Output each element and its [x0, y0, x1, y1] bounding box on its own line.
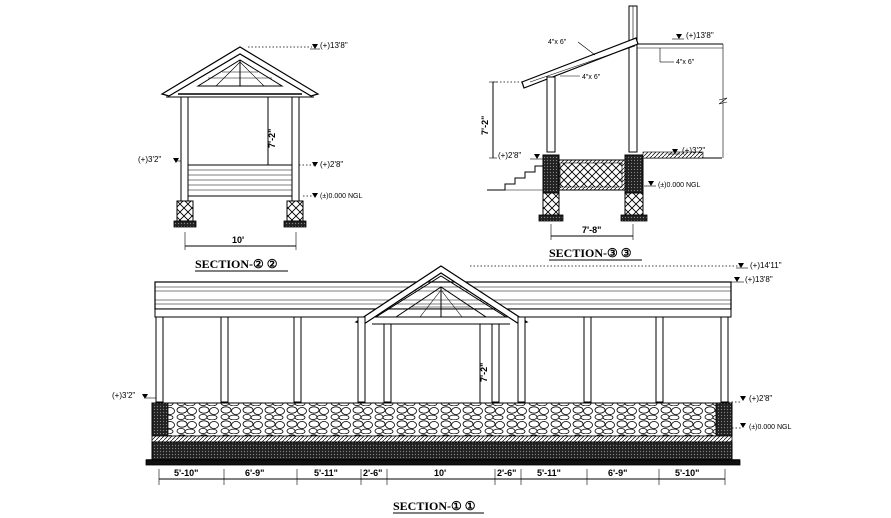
section-2-level-ngl: (±)0.000 NGL	[320, 193, 362, 200]
section-3-rafter-label: 4"x 6"	[548, 39, 567, 46]
section-1-level-left: (+)3'2"	[112, 391, 135, 400]
span-dim: 6'-9"	[245, 468, 264, 478]
section-2-drawing: 7'-2" 10' (+)13'8" (+)3'2" (+)2'8" (±)0.…	[138, 41, 362, 272]
span-dim: 5'-11"	[537, 468, 561, 478]
section-1-posts	[155, 316, 729, 403]
section-2-level-top: (+)13'8"	[320, 41, 348, 50]
section-1-drawing: 7'-2" 5'-10" 6'-9" 5'-11" 2'-6" 10' 2'-6…	[112, 261, 791, 514]
section-2-level-left: (+)3'2"	[138, 155, 161, 164]
section-1-level-right: (+)2'8"	[749, 394, 772, 403]
section-3-purlin-label: 4"x 6"	[582, 74, 601, 81]
section-3-title: SECTION-③ ③	[549, 246, 632, 260]
section-3-level-right: (+)3'2"	[682, 146, 705, 155]
section-2-width-dim: 10'	[232, 235, 244, 245]
section-1-title: SECTION-① ①	[393, 499, 476, 513]
span-dim: 5'-11"	[314, 468, 338, 478]
section-1-level-ngl: (±)0.000 NGL	[749, 424, 791, 431]
span-dim: 2'-6"	[363, 468, 382, 478]
section-2-height-dim: 7'-2"	[267, 129, 277, 148]
span-dim: 5'-10"	[174, 468, 198, 478]
section-1-height-dim: 7'-2"	[479, 363, 489, 382]
section-2-title: SECTION-② ②	[195, 257, 278, 271]
span-dim: 10'	[434, 468, 446, 478]
section-3-post-label: 4"x 6"	[676, 59, 695, 66]
section-3-height-dim: 7'-2"	[480, 116, 490, 135]
section-2-level-right: (+)2'8"	[320, 160, 343, 169]
span-dim: 5'-10"	[675, 468, 699, 478]
section-3-level-top: (+)13'8"	[686, 31, 714, 40]
section-3-level-ngl: (±)0.000 NGL	[658, 182, 700, 189]
section-3-drawing: 4"x 6" 4"x 6" 4"x 6" 7'-2" 7'-8"	[480, 5, 728, 261]
section-3-level-left: (+)2'8"	[498, 151, 521, 160]
span-dim: 6'-9"	[608, 468, 627, 478]
section-1-level-ridge: (+)14'11"	[750, 261, 782, 270]
span-dim: 2'-6"	[497, 468, 516, 478]
section-1-level-top: (+)13'8"	[745, 275, 773, 284]
section-3-width-dim: 7'-8"	[582, 225, 601, 235]
